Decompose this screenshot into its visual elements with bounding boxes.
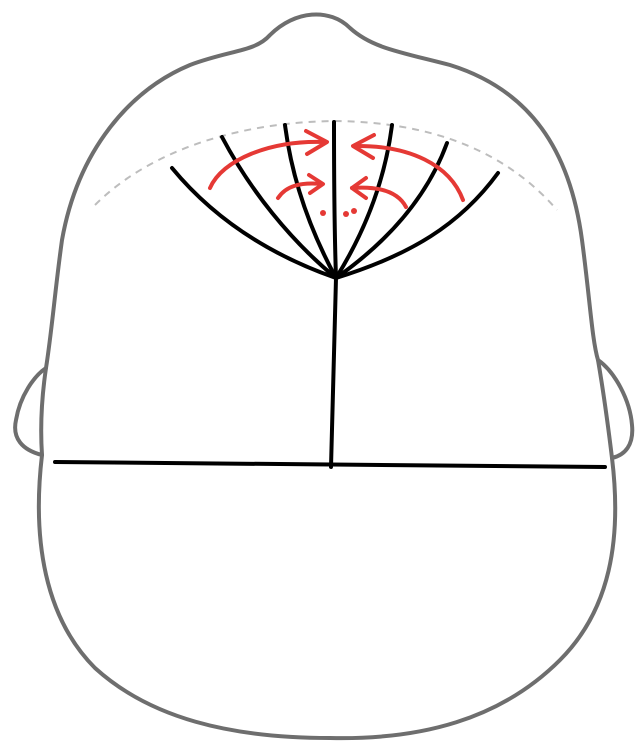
radial-parting-line	[334, 122, 336, 278]
mark-dot	[351, 208, 357, 214]
mark-dot	[343, 211, 349, 217]
head-outline	[15, 14, 632, 738]
mark-dot	[320, 210, 326, 216]
